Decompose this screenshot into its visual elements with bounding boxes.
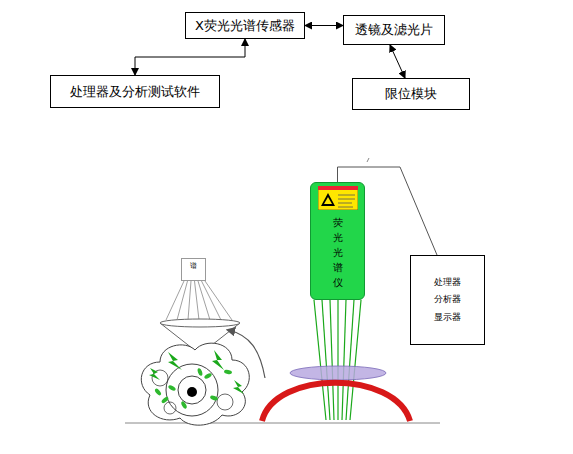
sample-ring <box>164 402 176 414</box>
green-beam <box>330 300 334 420</box>
sensor-box: X荧光光谱传感器 <box>185 12 305 39</box>
lightning-marks <box>149 350 244 394</box>
leaf-mark <box>204 372 213 379</box>
beam-lines <box>166 281 232 320</box>
node-label: 限位模块 <box>385 85 437 103</box>
connector <box>305 25 343 26</box>
node-label: 荧光光谱仪 <box>333 215 343 290</box>
leaf-mark <box>197 368 203 377</box>
green-beams <box>314 300 361 420</box>
beam-line <box>195 281 200 320</box>
node-label: 处理器 分析器 显示器 <box>433 274 463 325</box>
lens-filter-box: 透镜及滤光片 <box>343 15 445 45</box>
warning-sticker <box>318 186 358 210</box>
node-label: 谱 <box>190 261 197 271</box>
tick-mark <box>367 158 369 162</box>
lens-disc <box>290 366 386 380</box>
beam-line <box>188 281 191 320</box>
spectrometer-body: 荧光光谱仪 <box>310 182 365 300</box>
green-beam <box>314 300 326 420</box>
green-beam <box>350 300 361 420</box>
transfer-arrow <box>228 330 265 378</box>
green-beam <box>322 300 330 420</box>
sample-ring <box>178 376 206 404</box>
node-label: 处理器及分析测试软件 <box>70 83 200 101</box>
connector <box>390 45 405 78</box>
green-beam <box>337 300 338 420</box>
funnel-rim <box>160 319 240 327</box>
sample-ring <box>217 394 233 410</box>
leaf-mark <box>210 395 219 401</box>
probe-device: 谱 <box>181 258 206 281</box>
leaf-mark <box>180 401 187 410</box>
software-box: 处理器及分析测试软件 <box>50 75 220 108</box>
limit-module-box: 限位模块 <box>352 78 470 110</box>
beam-line <box>205 281 232 320</box>
leaf-mark <box>224 369 233 374</box>
node-label: 透镜及滤光片 <box>355 21 433 39</box>
leaf-mark <box>168 384 177 391</box>
green-beam <box>346 300 354 420</box>
leaf-mark <box>154 388 162 397</box>
green-beam <box>342 300 346 420</box>
node-label: X荧光光谱传感器 <box>195 17 295 35</box>
sample-cloud <box>141 343 249 425</box>
beam-line <box>166 281 184 320</box>
fluorescence-marks <box>154 368 232 410</box>
limit-arc <box>262 383 410 421</box>
sample-core <box>187 387 197 397</box>
floor-line <box>125 423 440 424</box>
beam-line <box>177 281 188 320</box>
sample-ring <box>166 364 218 416</box>
connector <box>135 39 245 75</box>
processor-box: 处理器 分析器 显示器 <box>410 255 485 345</box>
leaf-mark <box>161 396 170 404</box>
